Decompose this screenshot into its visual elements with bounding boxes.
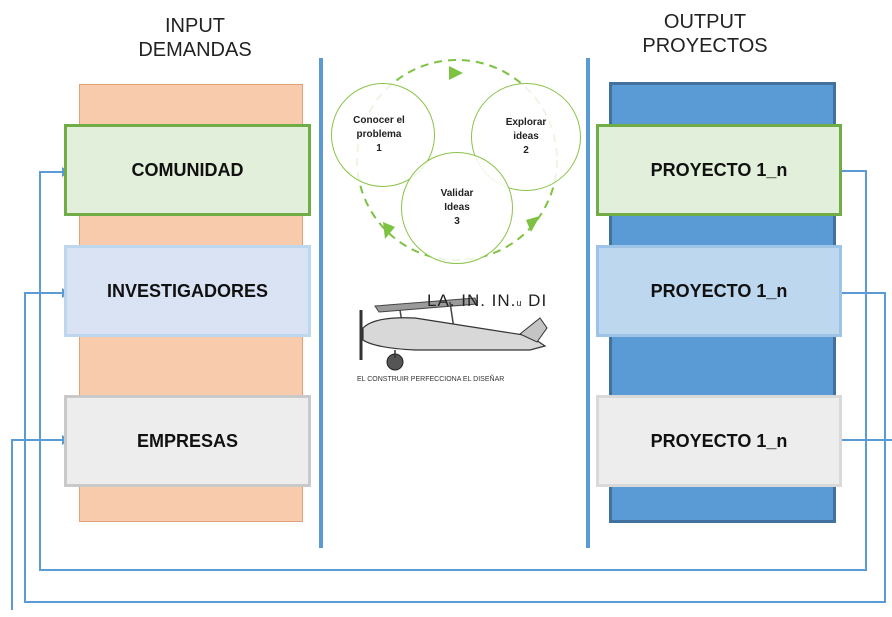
output-box-proyecto-3-label: PROYECTO 1_n <box>650 430 788 451</box>
logo-title: LA. IN. IN.u DI <box>427 291 548 310</box>
cycle-step-2-line2: ideas <box>513 131 539 142</box>
input-heading-line1: INPUT <box>165 15 225 37</box>
input-box-investigadores: INVESTIGADORES <box>64 245 311 337</box>
cycle-step-explorar: Explorar ideas 2 <box>471 83 581 191</box>
feedback-line-empresas <box>11 439 62 610</box>
output-box-proyecto-2: PROYECTO 1_n <box>596 245 842 337</box>
input-box-comunidad: COMUNIDAD <box>64 124 311 216</box>
cycle-step-2-num: 2 <box>523 145 529 156</box>
cycle-step-1-line2: problema <box>356 129 402 140</box>
output-box-proyecto-1: PROYECTO 1_n <box>596 124 842 216</box>
cycle-step-2-line1: Explorar <box>505 117 547 128</box>
input-heading: INPUT DEMANDAS <box>120 14 270 62</box>
input-box-empresas: EMPRESAS <box>64 395 311 487</box>
cycle-arrow-top <box>449 66 463 80</box>
logo: LA. IN. IN.u DI EL CONSTRUIR PERFECCIONA… <box>355 288 555 388</box>
airplane-logo-icon <box>359 297 548 371</box>
cycle-step-conocer: Conocer el problema 1 <box>331 83 435 187</box>
input-box-investigadores-label: INVESTIGADORES <box>106 280 269 301</box>
output-heading-line1: OUTPUT <box>663 11 747 33</box>
output-heading: OUTPUT PROYECTOS <box>630 10 780 58</box>
cycle-step-3-num: 3 <box>454 216 460 227</box>
output-box-proyecto-1-label: PROYECTO 1_n <box>650 159 788 180</box>
input-box-comunidad-label: COMUNIDAD <box>131 159 244 180</box>
feedback-line-comunidad <box>39 170 867 571</box>
output-box-proyecto-2-label: PROYECTO 1_n <box>650 280 788 301</box>
cycle-step-1-num: 1 <box>376 143 382 154</box>
cycle-arrow-left <box>383 222 395 239</box>
cycle-arrow-right <box>526 216 540 232</box>
input-box-empresas-label: EMPRESAS <box>136 430 239 451</box>
output-box-proyecto-3: PROYECTO 1_n <box>596 395 842 487</box>
cycle-step-3-line2: Ideas <box>444 202 470 213</box>
logo-slogan: EL CONSTRUIR PERFECCIONA EL DISEÑAR <box>357 376 505 383</box>
cycle-step-validar: Validar Ideas 3 <box>401 152 513 264</box>
output-heading-line2: PROYECTOS <box>642 35 768 57</box>
cycle-step-1-line1: Conocer el <box>353 115 405 126</box>
input-heading-line2: DEMANDAS <box>138 39 252 61</box>
cycle-step-3-line1: Validar <box>440 188 474 199</box>
feedback-line-investigadores <box>24 292 886 603</box>
